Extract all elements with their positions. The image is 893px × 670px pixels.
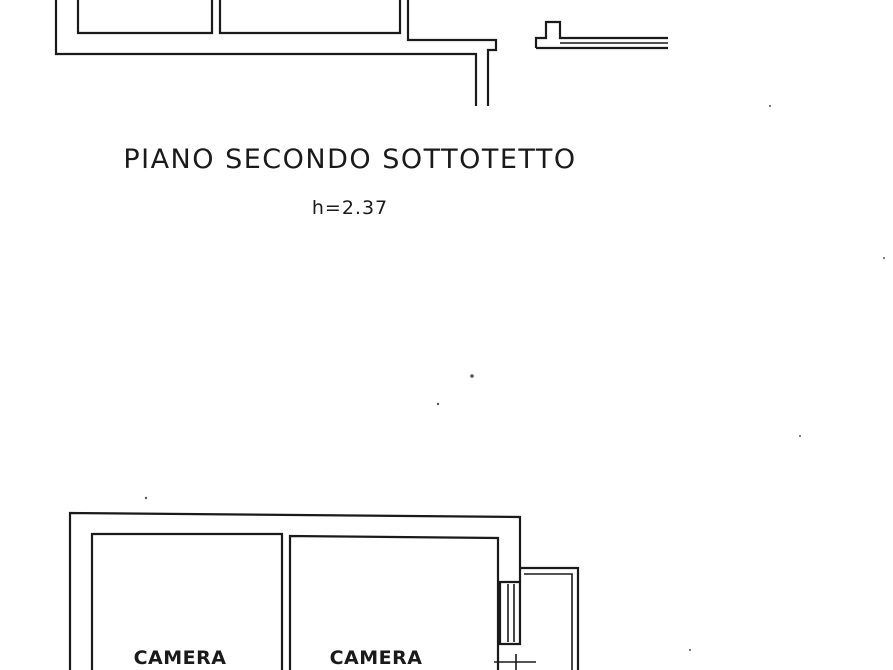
upper-inner-wall xyxy=(76,0,214,35)
upper-outer-wall-return xyxy=(406,0,498,106)
upper-outer-wall xyxy=(54,0,478,106)
height-note: h=2.37 xyxy=(312,197,388,219)
lower-balcony-inner xyxy=(524,573,573,670)
lower-window xyxy=(498,580,522,646)
lower-outer-wall xyxy=(68,511,522,670)
lower-door-mark xyxy=(494,654,536,670)
lower-room-right-walls xyxy=(288,534,500,670)
scan-specks xyxy=(144,105,885,651)
lower-floor-plan xyxy=(68,511,580,670)
room-label-right: CAMERA xyxy=(330,647,423,669)
room-label-left: CAMERA xyxy=(134,647,227,669)
upper-inner-wall-2 xyxy=(218,0,402,35)
lower-balcony xyxy=(520,566,580,670)
upper-step-element xyxy=(534,20,668,48)
lower-window-frame xyxy=(507,584,515,642)
floor-title: PIANO SECONDO SOTTOTETTO xyxy=(123,144,576,175)
upper-floor-plan xyxy=(54,0,668,106)
lower-room-left-walls xyxy=(90,532,284,670)
